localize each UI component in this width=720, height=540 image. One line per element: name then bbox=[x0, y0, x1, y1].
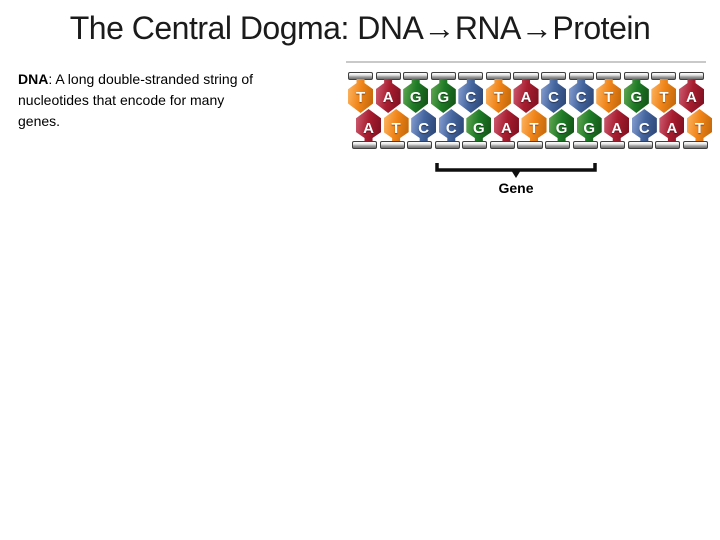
dna-base-tag-T: T bbox=[485, 79, 511, 113]
dna-base-letter: T bbox=[604, 89, 614, 106]
dna-backbone-segment bbox=[655, 141, 681, 149]
dna-base-tag-A: A bbox=[513, 79, 539, 113]
dna-base-letter: C bbox=[575, 89, 587, 106]
dna-backbone-segment bbox=[407, 141, 433, 149]
dna-base-tag-G: G bbox=[466, 109, 492, 142]
dna-base-letter: A bbox=[686, 89, 697, 106]
dna-backbone-segment bbox=[434, 141, 460, 149]
dna-base-letter: G bbox=[555, 120, 568, 137]
body-line-1-rest: : A long double-stranded string of bbox=[48, 71, 254, 87]
dna-base-letter: T bbox=[694, 120, 705, 137]
dna-base-tag-C: C bbox=[631, 109, 657, 142]
dna-base-letter: A bbox=[363, 120, 374, 137]
dna-base-tag-A: A bbox=[493, 109, 519, 142]
dna-base-tag-T: T bbox=[348, 79, 374, 113]
dna-base-letter: T bbox=[529, 120, 539, 137]
dna-base-tag-A: A bbox=[356, 109, 382, 142]
body-line-3: genes. bbox=[18, 113, 61, 129]
dna-base-tag-G: G bbox=[623, 79, 649, 113]
dna-base-tag-C: C bbox=[568, 79, 594, 113]
dna-backbone-segment bbox=[489, 141, 515, 149]
gene-bracket-tick bbox=[511, 170, 521, 178]
dna-backbone-segment bbox=[352, 141, 378, 149]
dna-base-tag-C: C bbox=[541, 79, 567, 113]
dna-backbone-segment bbox=[627, 141, 653, 149]
gene-label: Gene bbox=[498, 180, 534, 196]
slide-title: The Central Dogma: DNA→RNA→Protein bbox=[69, 10, 651, 46]
dna-backbone-segment bbox=[600, 141, 626, 149]
body-line-2: nucleotides that encode for many bbox=[18, 92, 225, 108]
dna-base-letter: G bbox=[437, 89, 450, 106]
dna-backbone-segment bbox=[572, 141, 598, 149]
dna-base-letter: T bbox=[355, 89, 366, 106]
body-line-1: DNA: A long double-stranded string of bbox=[18, 69, 328, 90]
dna-base-letter: A bbox=[501, 120, 512, 137]
dna-base-letter: C bbox=[445, 120, 457, 137]
dna-base-letter: G bbox=[583, 120, 595, 137]
dna-base-letter: C bbox=[418, 120, 430, 137]
dna-backbone-segment bbox=[545, 141, 571, 149]
dna-base-tag-T: T bbox=[651, 79, 677, 113]
dna-base-tag-G: G bbox=[403, 79, 429, 113]
dna-backbone-segment bbox=[379, 141, 405, 149]
body-text: DNA: A long double-stranded string of nu… bbox=[18, 69, 328, 132]
dna-backbone-segment bbox=[517, 141, 543, 149]
dna-base-letter: T bbox=[659, 89, 669, 106]
dna-base-letter: C bbox=[638, 120, 650, 137]
dna-base-tag-G: G bbox=[430, 79, 456, 113]
dna-base-tag-A: A bbox=[604, 109, 630, 142]
dna-backbone-segment bbox=[682, 141, 709, 149]
dna-base-tag-G: G bbox=[576, 109, 602, 142]
dna-base-tag-A: A bbox=[659, 109, 685, 142]
dna-base-letter: G bbox=[630, 89, 643, 106]
dna-base-letter: G bbox=[473, 120, 485, 137]
dna-base-letter: T bbox=[391, 120, 401, 137]
dna-base-tag-C: C bbox=[438, 109, 464, 142]
dna-base-letter: T bbox=[493, 89, 504, 106]
dna-base-letter: A bbox=[520, 89, 532, 106]
dna-base-letter: A bbox=[382, 89, 394, 106]
dna-base-tag-T: T bbox=[383, 109, 409, 142]
dna-base-tag-A: A bbox=[375, 79, 401, 113]
dna-base-tag-T: T bbox=[521, 109, 547, 142]
dna-base-tag-T: T bbox=[686, 109, 713, 142]
dna-base-tag-A: A bbox=[678, 79, 705, 113]
dna-base-letter: A bbox=[666, 120, 678, 137]
dna-base-letter: C bbox=[465, 89, 477, 106]
dna-term: DNA bbox=[18, 71, 49, 87]
dna-base-letter: G bbox=[409, 89, 422, 106]
dna-backbone-bottom bbox=[352, 141, 709, 149]
dna-base-tag-T: T bbox=[596, 79, 622, 113]
gene-bracket bbox=[435, 163, 597, 178]
gene-bracket-bar bbox=[435, 163, 597, 172]
dna-base-tag-C: C bbox=[458, 79, 484, 113]
dna-base-tag-G: G bbox=[549, 109, 575, 142]
dna-base-letter: A bbox=[611, 120, 623, 137]
dna-backbone-segment bbox=[462, 141, 488, 149]
dna-base-tag-C: C bbox=[411, 109, 437, 142]
dna-base-letter: C bbox=[548, 89, 559, 106]
dna-figure-top-edge bbox=[346, 61, 706, 63]
